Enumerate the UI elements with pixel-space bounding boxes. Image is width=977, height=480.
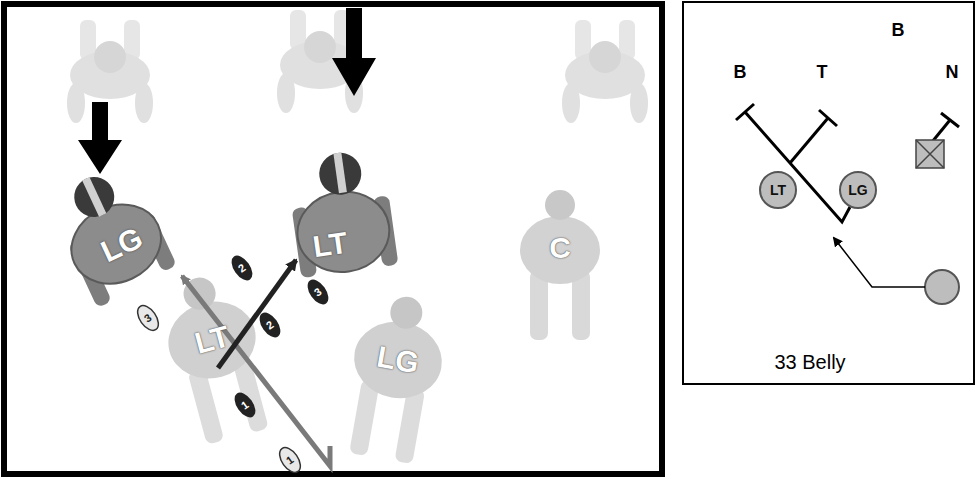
block-cap (819, 110, 837, 126)
blocked-defender (285, 147, 399, 278)
defender-figure (562, 20, 648, 123)
block-cap (736, 104, 754, 120)
defender-label: N (946, 63, 959, 81)
jersey-label: C (549, 233, 571, 263)
block-cap (941, 113, 959, 127)
panel-frame (4, 4, 662, 474)
footprint (227, 252, 256, 284)
blocked-defender (44, 159, 179, 308)
play-caption: 33 Belly (774, 352, 845, 372)
center-square (916, 140, 944, 168)
footprint (133, 302, 162, 334)
center-square (916, 140, 944, 168)
block-line (932, 120, 950, 142)
lineman-circle: LT (759, 171, 797, 209)
defender-label: B (734, 63, 747, 81)
block-line (790, 118, 828, 163)
defender-label: T (817, 63, 828, 81)
run-path (834, 238, 925, 287)
footprint (303, 276, 332, 308)
play-panel (683, 2, 974, 384)
footprint (275, 444, 304, 476)
footprint (230, 389, 259, 421)
defender-label: B (892, 21, 905, 39)
step-path (182, 276, 330, 466)
guard-figure (337, 289, 452, 466)
lineman-label: LT (770, 183, 786, 197)
block-line (745, 112, 850, 222)
lineman-label: LG (848, 183, 867, 197)
ball-carrier (925, 270, 959, 304)
center-figure (520, 190, 600, 340)
target-arrow (332, 8, 376, 96)
tackle-figure (153, 267, 280, 448)
jersey-label: LT (311, 228, 349, 263)
lineman-circle: LG (839, 171, 877, 209)
target-arrow (78, 102, 122, 174)
step-path (218, 260, 296, 368)
defender-figure (67, 20, 153, 123)
jersey-label: LG (375, 342, 421, 379)
